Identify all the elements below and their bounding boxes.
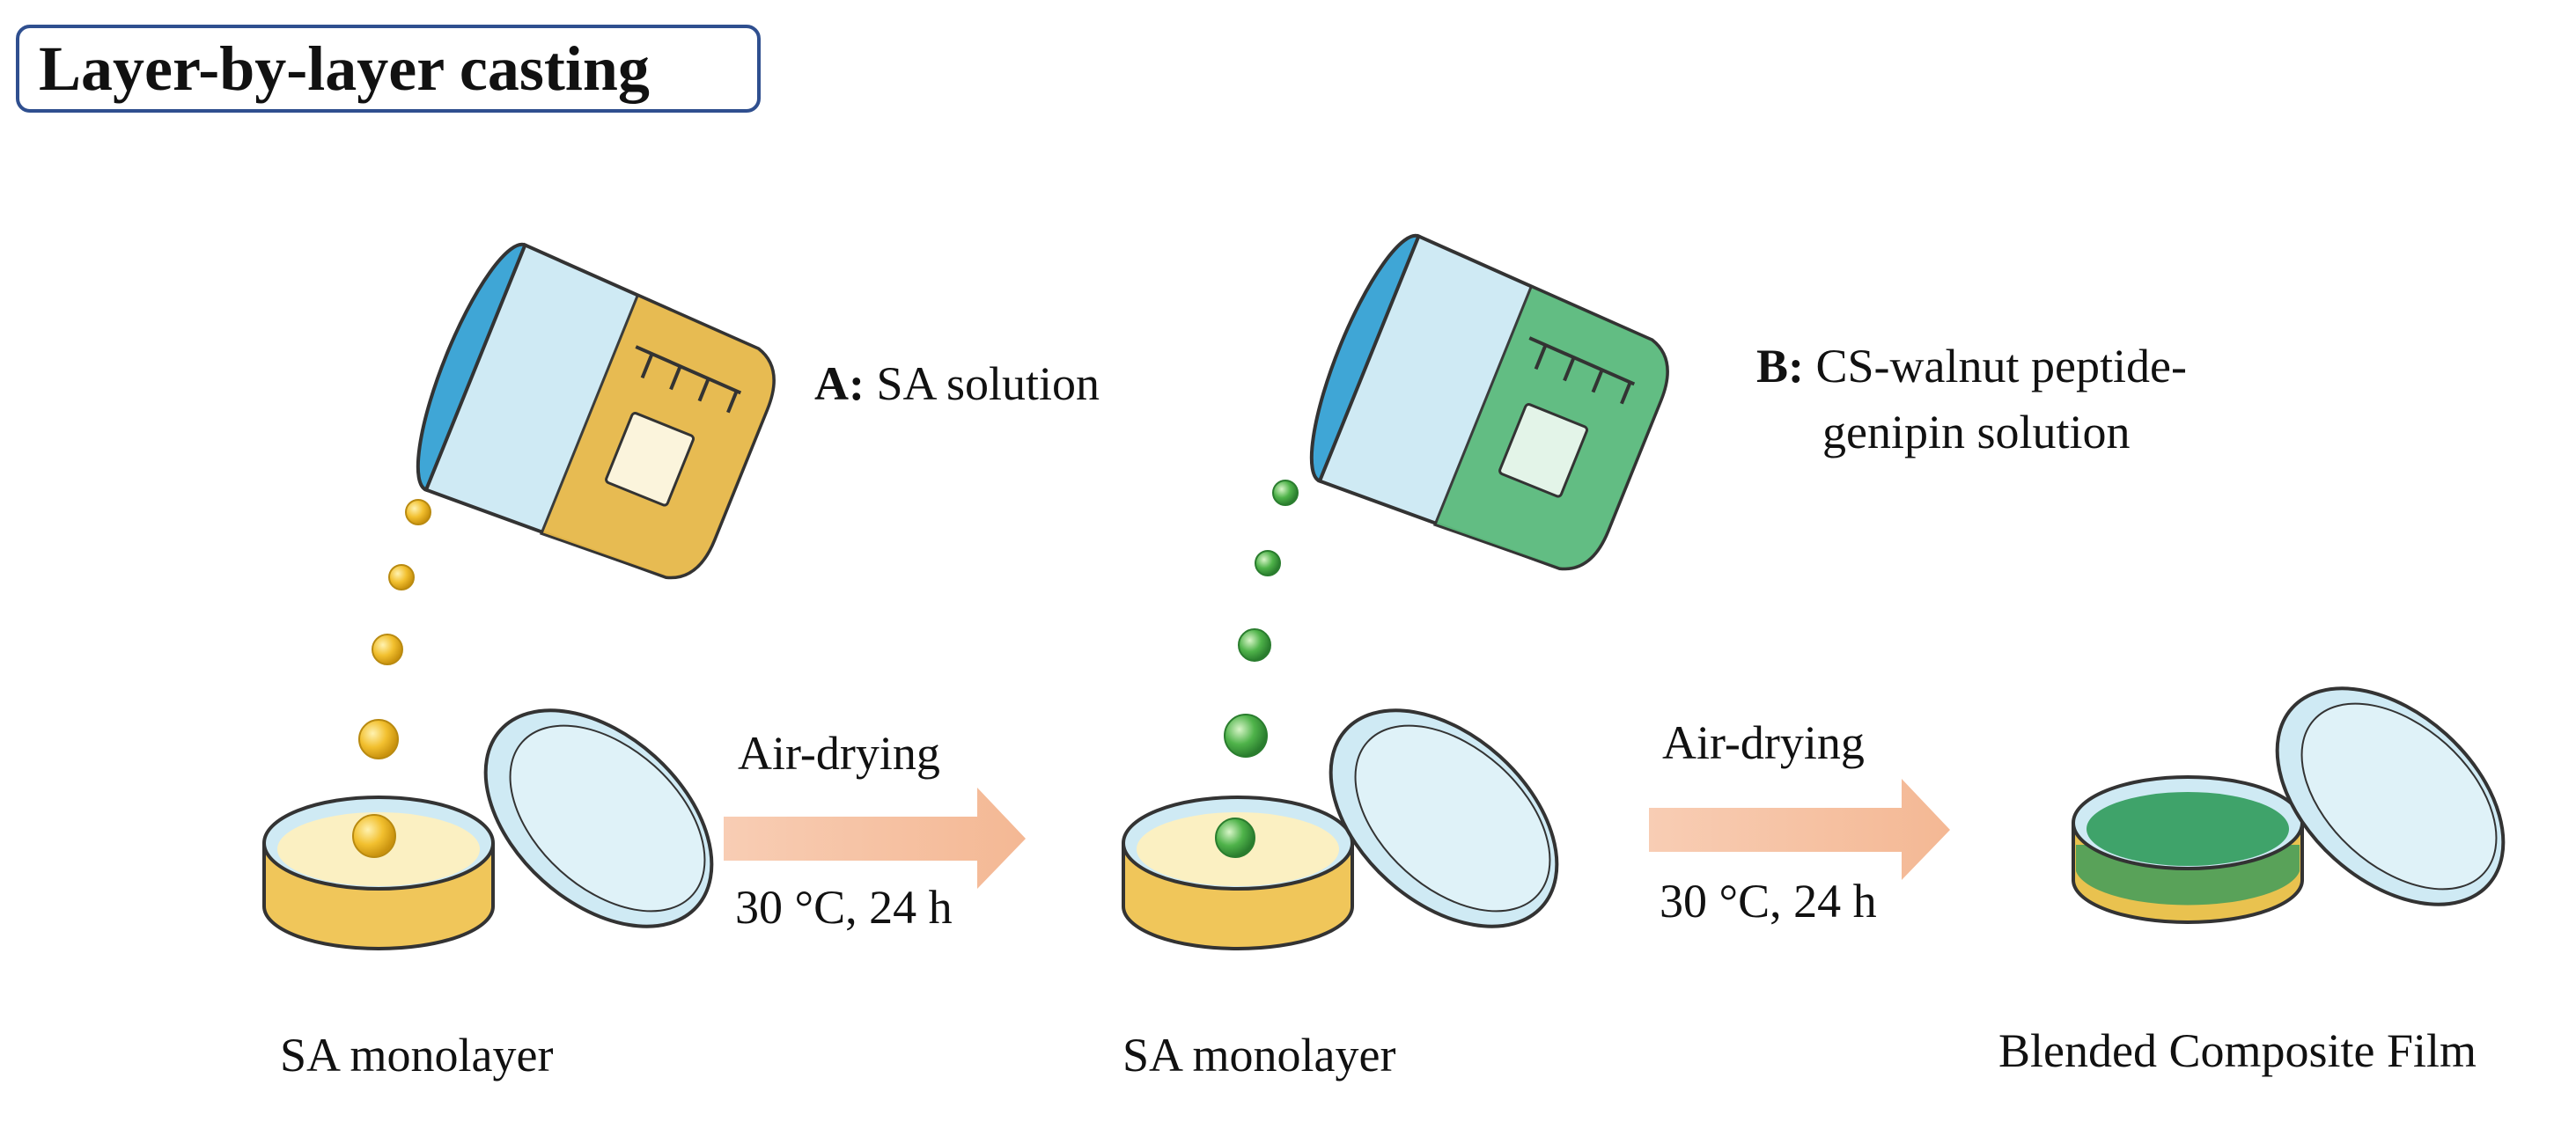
beaker-icon xyxy=(416,242,776,580)
solution-a-text: SA solution xyxy=(876,357,1100,410)
solution-b-letter: B: xyxy=(1756,340,1804,392)
droplet-icon xyxy=(372,634,403,665)
step2-condition-bottom: 30 °C, 24 h xyxy=(1660,875,1877,928)
diagram-title: Layer-by-layer casting xyxy=(16,25,761,113)
droplet-icon xyxy=(1224,714,1268,758)
solution-b-label: B: CS-walnut peptide- xyxy=(1756,339,2187,393)
droplets-b xyxy=(1224,480,1299,758)
solution-b-line2: genipin solution xyxy=(1822,406,2131,458)
step1-condition-bottom: 30 °C, 24 h xyxy=(735,881,953,934)
droplet-icon xyxy=(1215,818,1255,858)
solution-a-label: A: SA solution xyxy=(814,356,1100,411)
step1-condition-top: Air-drying xyxy=(738,727,940,780)
droplet-icon xyxy=(1255,550,1281,576)
droplet-icon xyxy=(358,719,399,759)
droplet-icon xyxy=(405,499,431,525)
droplet-icon xyxy=(1272,480,1299,506)
step2-condition-top: Air-drying xyxy=(1662,716,1865,769)
petri-dish-icon xyxy=(262,708,714,950)
petri-dish-icon xyxy=(1122,708,1559,950)
petri-dish-icon xyxy=(2072,686,2506,924)
caption-sa-monolayer-1: SA monolayer xyxy=(280,1029,554,1082)
beaker-icon xyxy=(1309,233,1669,571)
droplet-icon xyxy=(388,564,415,590)
solution-a-letter: A: xyxy=(814,357,865,410)
caption-sa-monolayer-2: SA monolayer xyxy=(1122,1029,1396,1082)
arrow-icon xyxy=(1649,779,1950,880)
droplet-icon xyxy=(352,814,396,858)
solution-b-line1: CS-walnut peptide- xyxy=(1815,340,2187,392)
caption-composite-film: Blended Composite Film xyxy=(1998,1024,2477,1077)
droplet-icon xyxy=(1238,628,1271,662)
arrow-icon xyxy=(724,788,1026,889)
